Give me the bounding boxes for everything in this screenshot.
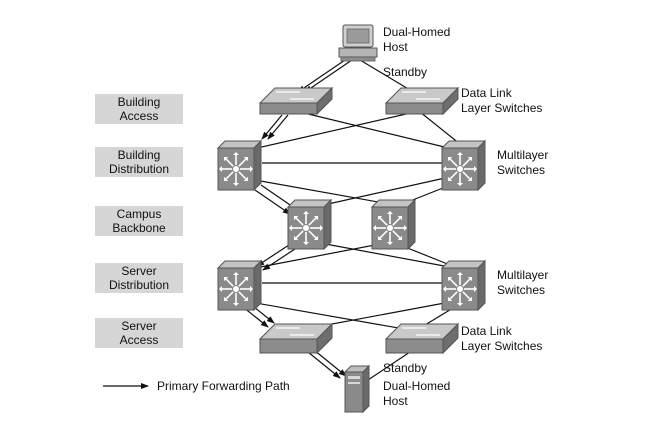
label-bottom-standby: Standby xyxy=(383,361,427,376)
link-sd1-l2d xyxy=(249,301,411,331)
path-l2c-server-1 xyxy=(307,351,341,379)
label-upper-multilayer: Multilayer Switches xyxy=(497,148,548,178)
layer-label-line: Building xyxy=(117,95,161,109)
link-l2d-server xyxy=(367,351,411,381)
layer-label-line: Distribution xyxy=(108,278,170,292)
legend: Primary Forwarding Path xyxy=(103,378,290,394)
layer-building-distribution: Building Distribution xyxy=(95,147,183,177)
workgroup-switch-icon xyxy=(384,86,460,116)
layer-label-line: Access xyxy=(119,333,159,347)
multilayer-switch-icon xyxy=(286,198,333,251)
layer-server-access: Server Access xyxy=(95,318,183,348)
legend-label: Primary Forwarding Path xyxy=(157,379,290,393)
label-bottom-host: Dual-Homed Host xyxy=(383,379,450,409)
multilayer-switch-icon xyxy=(216,259,263,312)
path-l2a-mla-2 xyxy=(267,114,289,140)
server-icon xyxy=(343,364,371,414)
multilayer-switch-icon xyxy=(216,139,263,192)
link-cb2-sd1 xyxy=(254,242,386,269)
path-l2c-server-2 xyxy=(313,349,347,377)
label-line: Host xyxy=(383,40,408,54)
label-line: Standby xyxy=(383,65,428,79)
label-line: Standby xyxy=(383,361,428,375)
label-top-standby: Standby xyxy=(383,65,427,80)
label-line: Data Link xyxy=(461,324,512,338)
path-l2a-mla-1 xyxy=(261,114,283,140)
multilayer-switch-icon xyxy=(440,259,487,312)
layer-building-access: Building Access xyxy=(95,94,183,124)
link-mla-cb2 xyxy=(254,179,396,206)
layer-server-distribution: Server Distribution xyxy=(95,263,183,293)
link-cb1-sd2 xyxy=(319,242,456,269)
multilayer-switch-icon xyxy=(440,139,487,192)
path-mla-cb1-1 xyxy=(254,189,291,215)
workgroup-switch-icon xyxy=(258,322,334,355)
workgroup-switch-icon xyxy=(384,322,460,355)
label-top-host: Dual-Homed Host xyxy=(383,25,450,55)
path-host-l2a-2 xyxy=(304,59,353,93)
label-line: Dual-Homed xyxy=(383,25,451,39)
label-line: Switches xyxy=(497,283,546,297)
layer-label-line: Access xyxy=(119,109,159,123)
link-mlb-cb1 xyxy=(309,177,446,209)
label-line: Dual-Homed xyxy=(383,379,451,393)
link-l2b-mlb xyxy=(419,111,461,145)
layer-label-line: Distribution xyxy=(108,162,170,176)
link-l2a-mlb xyxy=(299,111,466,153)
label-line: Switches xyxy=(497,163,546,177)
label-line: Multilayer xyxy=(497,148,549,162)
label-line: Layer Switches xyxy=(461,339,543,353)
layer-campus-backbone: Campus Backbone xyxy=(95,206,183,236)
workstation-icon xyxy=(338,24,378,62)
multilayer-switch-icon xyxy=(370,198,417,251)
label-line: Layer Switches xyxy=(461,101,543,115)
layer-label-line: Server xyxy=(121,264,157,278)
layer-label-line: Backbone xyxy=(112,221,166,235)
layer-label-line: Building xyxy=(117,148,161,162)
layer-label-line: Server xyxy=(121,319,157,333)
label-line: Data Link xyxy=(461,86,512,100)
workgroup-switch-icon xyxy=(258,86,334,116)
layer-label-line: Campus xyxy=(116,207,162,221)
label-line: Host xyxy=(383,394,408,408)
label-line: Multilayer xyxy=(497,268,549,282)
label-top-switches: Data Link Layer Switches xyxy=(461,86,542,116)
label-bottom-switches: Data Link Layer Switches xyxy=(461,324,542,354)
link-l2b-mla xyxy=(239,111,416,153)
label-lower-multilayer: Multilayer Switches xyxy=(497,268,548,298)
link-host-standby xyxy=(359,59,411,91)
path-host-l2a-1 xyxy=(297,59,346,93)
